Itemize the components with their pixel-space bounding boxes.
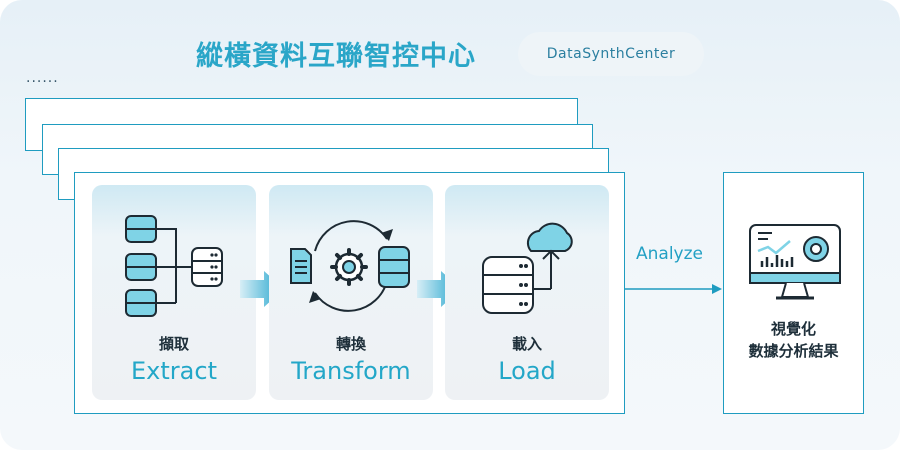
step-load-label-zh: 載入	[511, 335, 542, 353]
step-transform-label-zh: 轉換	[335, 335, 366, 353]
step-load-panel: 載入 Load	[445, 185, 609, 400]
result-caption-line1: 視覺化	[770, 320, 816, 338]
step-extract-label-en: Extract	[131, 357, 217, 385]
monitor-dashboard-icon	[749, 224, 841, 300]
step-extract-label-zh: 擷取	[158, 335, 189, 353]
step-transform-panel: 轉換 Transform	[269, 185, 433, 400]
analyze-arrow-icon	[624, 284, 722, 294]
step-load-label-en: Load	[498, 357, 556, 385]
database-cloud-upload-icon	[482, 222, 573, 314]
step-transform-label-en: Transform	[291, 357, 411, 385]
step-extract-panel: 擷取 Extract	[92, 185, 256, 400]
result-box: 視覺化 數據分析結果	[723, 172, 864, 414]
brand-badge: DataSynthCenter	[518, 32, 704, 76]
document-gear-database-cycle-icon	[290, 220, 410, 312]
page-title: 縱橫資料互聯智控中心	[196, 41, 476, 72]
result-caption: 視覺化 數據分析結果	[724, 318, 863, 362]
result-caption-line2: 數據分析結果	[748, 342, 839, 360]
database-merge-icon	[125, 215, 223, 317]
analyze-label: Analyze	[636, 244, 703, 264]
more-ellipsis: ......	[26, 70, 59, 86]
